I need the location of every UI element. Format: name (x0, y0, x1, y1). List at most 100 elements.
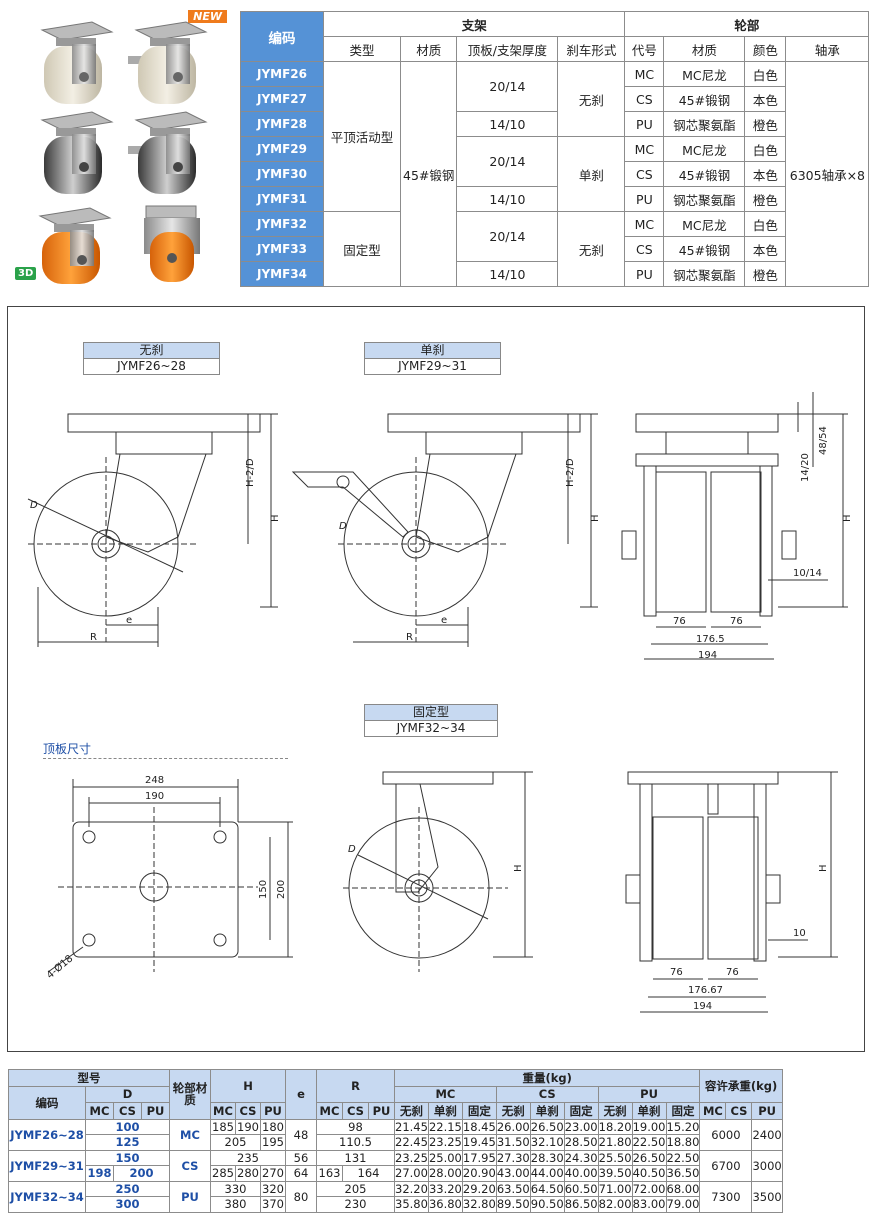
lt-w-val: 29.20 (461, 1180, 497, 1197)
lt-w-val: 89.50 (495, 1196, 531, 1213)
plate-title-underline (43, 758, 288, 759)
spec-code: JYMF28 (240, 111, 324, 137)
lt-w-val: 18.20 (597, 1118, 633, 1135)
lt-d: D (85, 1086, 170, 1103)
lt-d-val: 198 (85, 1165, 114, 1182)
lt-r-val: 163 (316, 1165, 343, 1182)
lt-w-val: 22.15 (427, 1118, 463, 1135)
lt-w-val: 32.80 (461, 1196, 497, 1213)
spec-wheel-color: 橙色 (744, 261, 787, 287)
lt-row-code: JYMF29~31 (8, 1149, 86, 1182)
lt-d-val: 300 (85, 1196, 170, 1213)
dim-194: 194 (698, 650, 717, 661)
lt-w-val: 32.20 (394, 1180, 429, 1197)
lt-w-val: 24.30 (563, 1149, 599, 1166)
dim-76: 76 (670, 967, 683, 978)
lt-model: 型号 (8, 1069, 170, 1087)
lt-w-val: 27.30 (495, 1149, 531, 1166)
lt-r-val: 230 (316, 1196, 395, 1213)
lt-w-val: 22.50 (665, 1149, 701, 1166)
lt-w-val: 33.20 (427, 1180, 463, 1197)
lt-sub: MC (210, 1101, 236, 1120)
dim-h: H (590, 514, 601, 522)
lt-sub: 固定 (563, 1101, 599, 1120)
lt-sub: 无刹 (495, 1101, 531, 1120)
lt-sub: MC (85, 1101, 114, 1120)
new-badge: NEW (188, 10, 227, 23)
lt-w-val: 27.00 (394, 1165, 429, 1182)
lt-w-val: 22.50 (631, 1134, 667, 1151)
lt-d-val: 100 (85, 1118, 170, 1135)
spec-header-bracket: 支架 (322, 11, 626, 37)
lt-sub: PU (368, 1101, 395, 1120)
spec-header-brake: 刹车形式 (557, 36, 626, 62)
spec-material: 45#锻钢 (399, 61, 458, 287)
lt-r-val: 131 (316, 1149, 395, 1166)
lt-h-val: 180 (260, 1118, 286, 1135)
lt-w-val: 26.50 (631, 1149, 667, 1166)
dim-e: e (441, 615, 447, 626)
plate-view (47, 779, 293, 973)
lt-w-val: 22.45 (394, 1134, 429, 1151)
lt-w-val: 36.50 (665, 1165, 701, 1182)
lt-w-val: 60.50 (563, 1180, 599, 1197)
lt-sub: CS (725, 1101, 753, 1120)
spec-header-bearing: 轴承 (785, 36, 870, 62)
dim-14-20: 14/20 (800, 453, 811, 482)
lt-w-val: 82.00 (597, 1196, 633, 1213)
lt-h-val: 205 (210, 1134, 261, 1151)
lt-w-val: 18.80 (665, 1134, 701, 1151)
lt-w-val: 26.50 (529, 1118, 565, 1135)
spec-wheel-color: 橙色 (744, 186, 787, 212)
spec-code: JYMF26 (240, 61, 324, 87)
spec-type-fixed: 固定型 (323, 211, 401, 287)
spec-wheel-code: PU (624, 261, 665, 287)
lt-w-val: 18.45 (461, 1118, 497, 1135)
lt-mat-val: PU (169, 1180, 211, 1213)
spec-brake: 无刹 (557, 61, 626, 137)
lt-sub: PU (751, 1101, 783, 1120)
drawing-frame: 无刹 JYMF26~28 单刹 JYMF29~31 固定型 JYMF32~34 … (7, 306, 865, 1052)
lt-sub: 固定 (461, 1101, 497, 1120)
lt-w-val: 19.45 (461, 1134, 497, 1151)
side-view-fixed (343, 771, 533, 972)
lt-h-val: 235 (210, 1149, 286, 1166)
spec-type-swivel: 平顶活动型 (323, 61, 401, 212)
spec-wheel-color: 白色 (744, 211, 787, 237)
lt-sub: PU (260, 1101, 286, 1120)
lt-load-val: 6000 (699, 1118, 753, 1151)
lt-h-val: 195 (260, 1134, 286, 1151)
spec-brake: 无刹 (557, 211, 626, 287)
lt-h-val: 370 (260, 1196, 286, 1213)
spec-header-type: 类型 (323, 36, 401, 62)
tag-title: 无刹 (84, 343, 219, 359)
dim-r: R (406, 632, 413, 643)
spec-wheel-code: CS (624, 236, 665, 262)
spec-thickness: 20/14 (456, 61, 559, 112)
lt-sub: 固定 (665, 1101, 701, 1120)
dim-176-5: 176.5 (696, 634, 725, 645)
dim-r: R (90, 632, 97, 643)
side-view-single-brake (291, 413, 598, 647)
spec-header-thickness: 顶板/支架厚度 (456, 36, 559, 62)
tag-no-brake: 无刹 JYMF26~28 (83, 342, 220, 375)
dim-e: e (126, 615, 132, 626)
lt-e-val: 48 (285, 1118, 317, 1151)
dim-h2d: H-2/D (245, 458, 256, 487)
dim-h: H (513, 864, 524, 872)
dim-200: 200 (276, 880, 287, 899)
tag-models: JYMF26~28 (84, 359, 219, 374)
tag-title: 固定型 (365, 705, 497, 721)
lt-w-val: 31.50 (495, 1134, 531, 1151)
lt-sub: MC (699, 1101, 727, 1120)
spec-wheel-color: 本色 (744, 86, 787, 112)
spec-thickness: 14/10 (456, 261, 559, 287)
lt-load-val: 3500 (751, 1180, 783, 1213)
dim-76: 76 (673, 616, 686, 627)
spec-thickness: 14/10 (456, 111, 559, 137)
lt-w-val: 23.00 (563, 1118, 599, 1135)
lt-row-code: JYMF26~28 (8, 1118, 86, 1151)
dim-248: 248 (145, 775, 164, 786)
3d-badge: 3D (15, 267, 37, 280)
spec-wheel-material: 钢芯聚氨酯 (663, 261, 746, 287)
